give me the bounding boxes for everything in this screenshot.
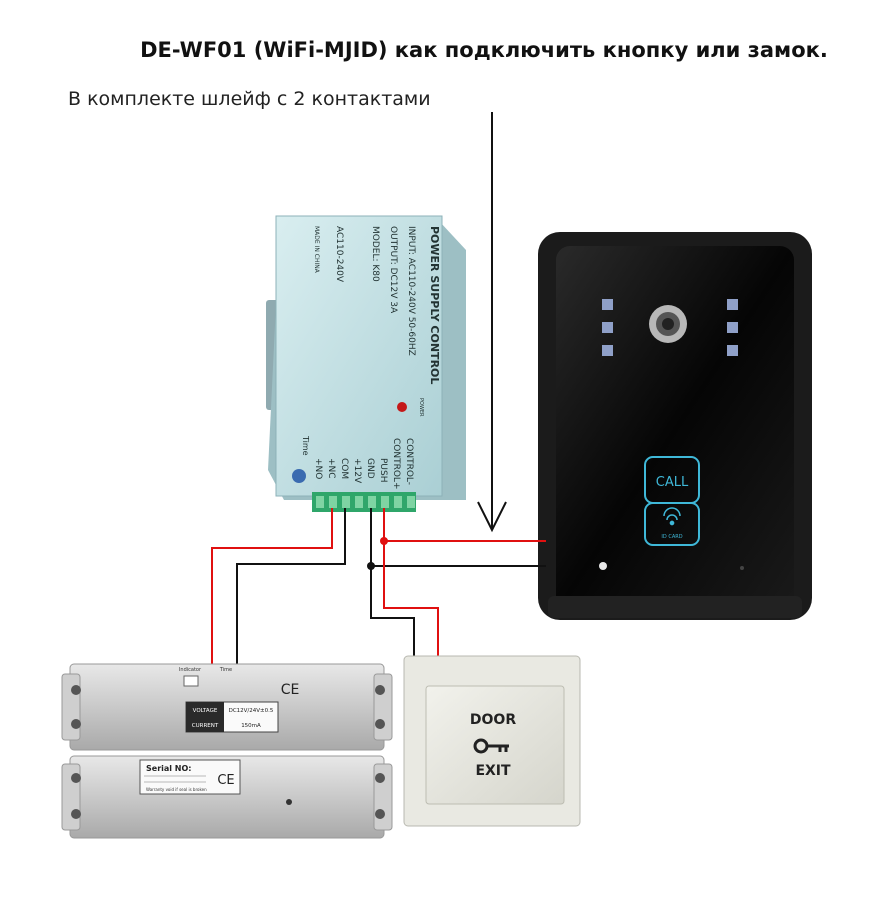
lock-current-value: 150mA [241,723,261,729]
electric-lock-body: Indicator Time CE VOLTAGE DC12V/24V±0.5 … [61,663,393,751]
screw-hole-icon [71,719,81,729]
exit-button-unit: DOOR EXIT [403,655,581,827]
terminal-label: CONTROL- [404,438,414,485]
lock-ce-mark: CE [281,682,300,698]
kit-note: В комплекте шлейф с 2 контактами [68,88,431,110]
terminal-label: +12V [352,458,362,484]
terminal-label: GND [365,458,375,479]
screw-hole-icon [375,773,385,783]
psu-made-in: MADE IN CHINA [313,226,320,274]
wiring [211,508,546,666]
terminal-label: COM [339,458,349,479]
psu-header: POWER SUPPLY CONTROL [428,226,441,384]
wire-junction [367,562,375,570]
lock-serial-label: Serial NO: [146,764,192,773]
id-card-reader[interactable] [644,502,700,546]
terminal-label: CONTROL+ [391,438,401,490]
psu-power-label: POWER [418,398,424,417]
page-title: DE-WF01 (WiFi-MJID) как подключить кнопк… [140,38,828,62]
electric-lock-plate: Serial NO: Warranty void if seal is brok… [61,755,393,839]
wire-red-lock [211,508,333,666]
screw-hole-icon [375,719,385,729]
lock-time-label: Time [219,667,232,673]
light-sensor-icon [599,562,607,570]
lock-current-label: CURRENT [192,723,219,729]
lock-serial-sticker [139,759,241,795]
exit-button-door-label: DOOR [470,712,516,728]
wire-black-button [370,566,415,662]
wire-junction [380,537,388,545]
lock-indicator-label: Indicator [179,667,202,673]
lock-voltage-value: DC12V/24V±0.5 [229,708,274,714]
psu-model: MODEL: K80 [370,226,380,282]
lock-voltage-label: VOLTAGE [193,708,218,714]
key-icon [473,738,509,754]
lock-plate-ce-mark: CE [217,773,234,788]
wire-black-panel [370,508,546,567]
psu-output: OUTPUT: DC12V 3A [388,226,398,314]
call-button-label: CALL [656,475,689,490]
psu-terminal-labels: +NO +NC COM +12V GND PUSH CONTROL+ CONTR… [313,438,414,490]
terminal-label: +NC [326,458,336,479]
psu-terminal-block [312,492,416,512]
door-panel: CALL ID CARD [538,232,812,620]
screw-hole-icon [71,773,81,783]
id-card-label: ID CARD [661,534,682,540]
screw-hole-icon [71,809,81,819]
ir-led-grid-left [602,299,613,356]
exit-button-exit-label: EXIT [475,763,511,779]
terminal-label: PUSH [378,458,388,483]
terminal-label: +NO [313,458,323,479]
screw-hole-icon [375,685,385,695]
ir-led-grid-right [727,299,738,356]
wire-red-button [383,541,439,662]
power-led-icon [397,402,407,412]
screw-hole-icon [375,809,385,819]
callout-arrow [477,112,507,533]
rfid-icon [663,507,681,526]
psu-ac: AC110-240V [334,226,344,283]
power-supply-unit: POWER SUPPLY CONTROL INPUT: AC110-240V 5… [266,215,466,512]
lock-dip-switch[interactable] [183,675,199,687]
lock-bolt-hole-icon [286,799,292,805]
psu-body [275,215,443,497]
screw-hole-icon [71,685,81,695]
wire-black-lock [236,508,346,666]
psu-input: INPUT: AC110-240V 50-60HZ [406,226,416,356]
psu-timer-knob-icon [292,469,306,483]
panel-bottom-edge [548,596,802,618]
psu-time-label: Time [301,435,310,456]
lock-warranty-text: Warranty void if seal is broken [146,787,207,792]
psu-label-block: POWER SUPPLY CONTROL INPUT: AC110-240V 5… [313,226,441,384]
mic-hole-icon [740,566,744,570]
panel-face [556,246,794,612]
wire-red-panel [383,508,546,542]
